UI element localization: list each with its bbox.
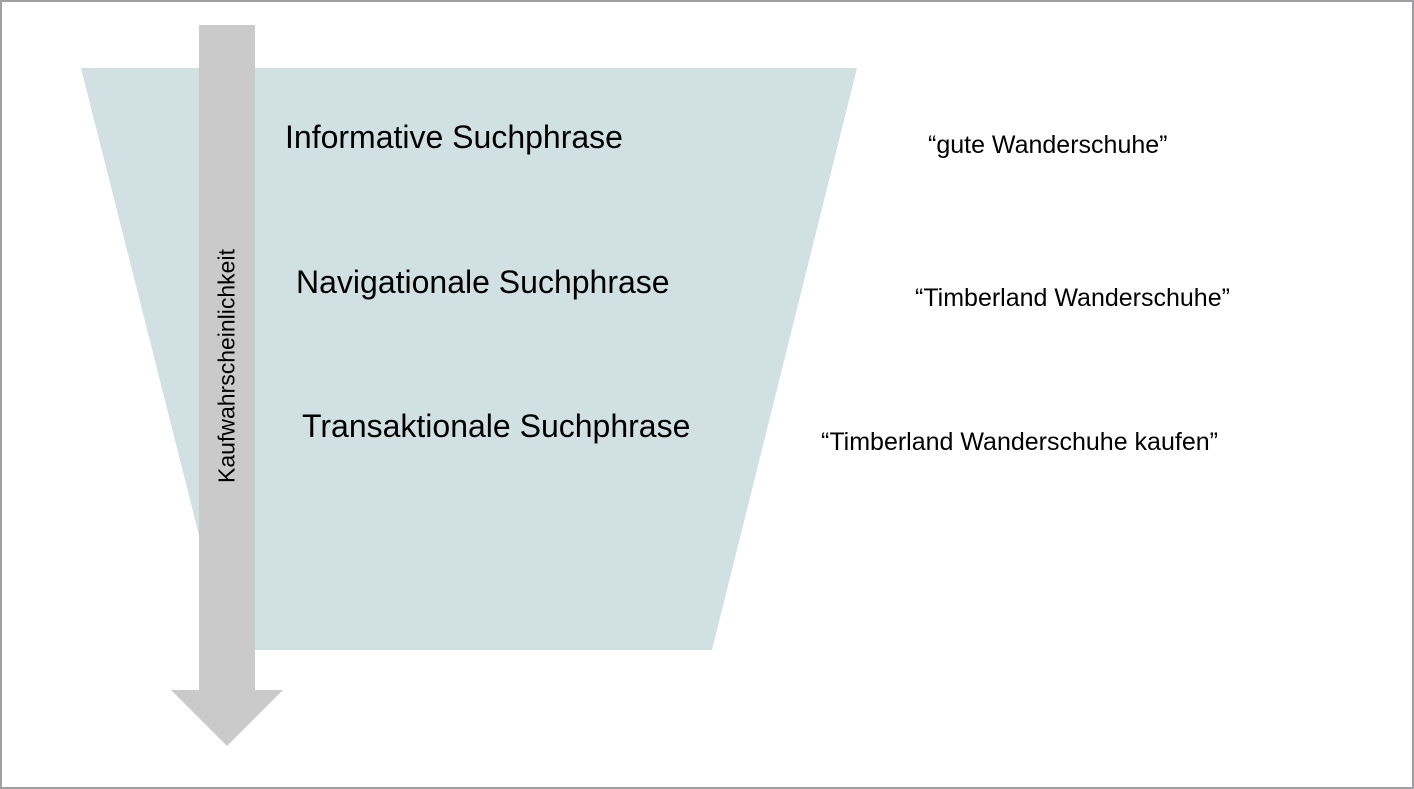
- phrase-transactional: Transaktionale Suchphrase: [302, 408, 691, 444]
- phrase-navigational: Navigationale Suchphrase: [296, 264, 670, 300]
- funnel-shape: [81, 68, 857, 650]
- arrow-down-icon: [171, 25, 283, 746]
- example-transactional: “Timberland Wanderschuhe kaufen”: [821, 428, 1218, 456]
- example-navigational: “Timberland Wanderschuhe”: [915, 284, 1230, 312]
- axis-label: Kaufwahrscheinlichkeit: [213, 249, 240, 483]
- example-informative: “gute Wanderschuhe”: [928, 131, 1168, 159]
- phrase-informative: Informative Suchphrase: [285, 119, 623, 155]
